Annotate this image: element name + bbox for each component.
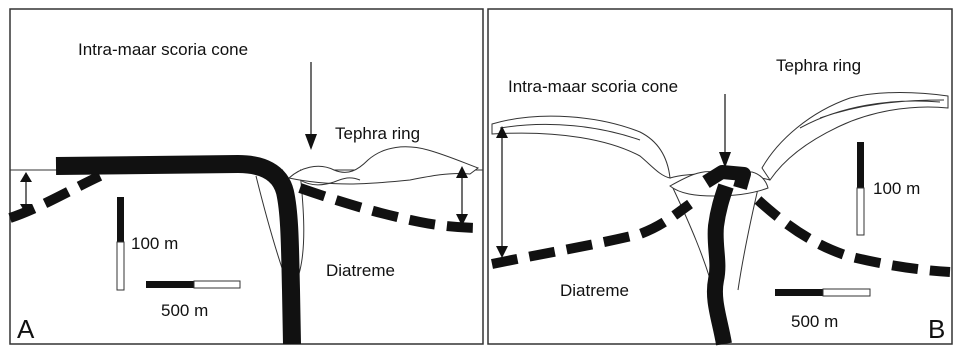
panel-b-tephra-left-inner	[499, 123, 641, 141]
panel-a-tephra-inner	[299, 177, 361, 186]
panel-b-vertical-scale-bar	[856, 142, 865, 236]
panel-b-dashed-horizon	[490, 196, 951, 277]
panel-b-vertical-scale-label: 100 m	[873, 179, 920, 198]
panel-a-scoria-cone-label: Intra-maar scoria cone	[78, 40, 248, 59]
panel-b-feeder-dyke	[706, 183, 734, 346]
panel-a: 100 m 500 m Intra-maar scoria cone Tephr…	[8, 8, 484, 345]
panel-a-feeder-intrusion	[55, 155, 301, 345]
panel-b-horizontal-scale-label: 500 m	[791, 312, 838, 331]
panel-b-scoria-cone-arrow	[719, 94, 731, 168]
panel-a-horizontal-scale-label: 500 m	[161, 301, 208, 320]
panel-a-frame	[9, 8, 484, 345]
panel-a-vertical-scale-label: 100 m	[131, 234, 178, 253]
panel-a-dashed-horizon	[8, 171, 484, 233]
panel-a-letter: A	[17, 314, 35, 344]
panel-a-depth-arrow-left	[20, 172, 32, 214]
panel-a-diatreme-label: Diatreme	[326, 261, 395, 280]
panel-a-horizontal-scale-bar	[146, 280, 241, 289]
panel-b-diatreme-label: Diatreme	[560, 281, 629, 300]
panel-b-tephra-ring-left	[491, 115, 671, 179]
panel-b-letter: B	[928, 314, 945, 344]
panel-a-tephra-ring	[287, 146, 480, 185]
panel-b-tephra-ring-label: Tephra ring	[776, 56, 861, 75]
panel-b-horizontal-scale-bar	[775, 288, 871, 297]
panel-b-tephra-right-inner	[799, 99, 945, 129]
panel-b: 100 m 500 m Intra-maar scoria cone Tephr…	[487, 8, 953, 346]
panel-b-depth-arrow	[496, 126, 508, 258]
panel-a-vertical-scale-bar	[116, 197, 125, 291]
panel-a-scoria-cone-arrow	[305, 62, 317, 150]
panel-b-cone-vent	[702, 165, 751, 190]
panel-a-tephra-ring-label: Tephra ring	[335, 124, 420, 143]
panel-b-scoria-cone-label: Intra-maar scoria cone	[508, 77, 678, 96]
panel-a-depth-arrow-right	[456, 166, 468, 226]
panel-b-tephra-ring-right	[761, 92, 949, 181]
